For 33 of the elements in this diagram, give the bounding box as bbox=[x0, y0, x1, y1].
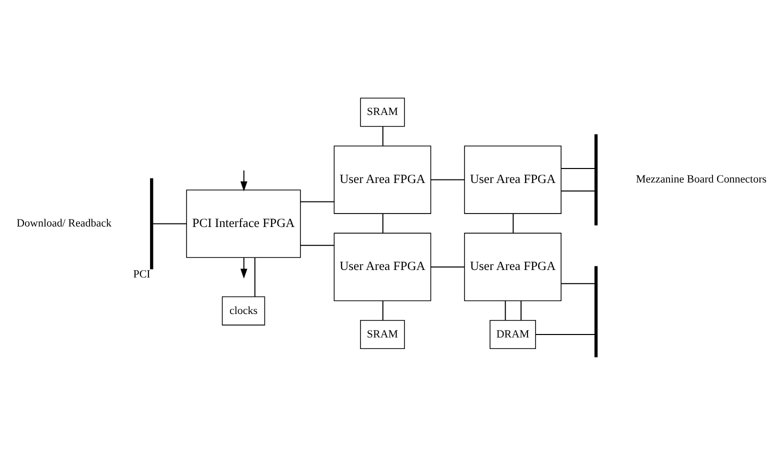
node-box: User Area FPGA bbox=[464, 146, 562, 214]
node-box: SRAM bbox=[360, 320, 405, 349]
connector bbox=[254, 258, 256, 297]
arrow bbox=[240, 170, 248, 192]
connector bbox=[512, 214, 514, 233]
connector bbox=[561, 283, 595, 284]
connector bbox=[152, 223, 186, 224]
node-box: PCI Interface FPGA bbox=[186, 190, 301, 258]
node-box: DRAM bbox=[490, 320, 536, 349]
arrow bbox=[240, 258, 248, 279]
node-label: PCI bbox=[133, 268, 150, 281]
node-bar bbox=[594, 134, 598, 226]
connector bbox=[431, 266, 464, 268]
node-box: clocks bbox=[222, 296, 266, 326]
connector bbox=[561, 190, 595, 192]
connector bbox=[431, 179, 464, 180]
node-box: User Area FPGA bbox=[334, 146, 432, 214]
node-box: User Area FPGA bbox=[334, 232, 432, 302]
connector bbox=[520, 300, 522, 320]
connector bbox=[382, 214, 384, 233]
connector bbox=[561, 168, 595, 170]
node-bar bbox=[150, 178, 154, 270]
node-box: SRAM bbox=[360, 98, 405, 127]
connector bbox=[504, 300, 506, 320]
label: Mezzanine Board Connectors bbox=[636, 174, 767, 186]
connector bbox=[382, 126, 384, 146]
node-bar bbox=[594, 266, 598, 358]
label: Download/ Readback bbox=[16, 218, 112, 230]
connector bbox=[536, 334, 595, 335]
node-box: User Area FPGA bbox=[464, 232, 562, 302]
connector bbox=[300, 201, 334, 202]
connector bbox=[382, 300, 384, 320]
connector bbox=[300, 244, 334, 246]
